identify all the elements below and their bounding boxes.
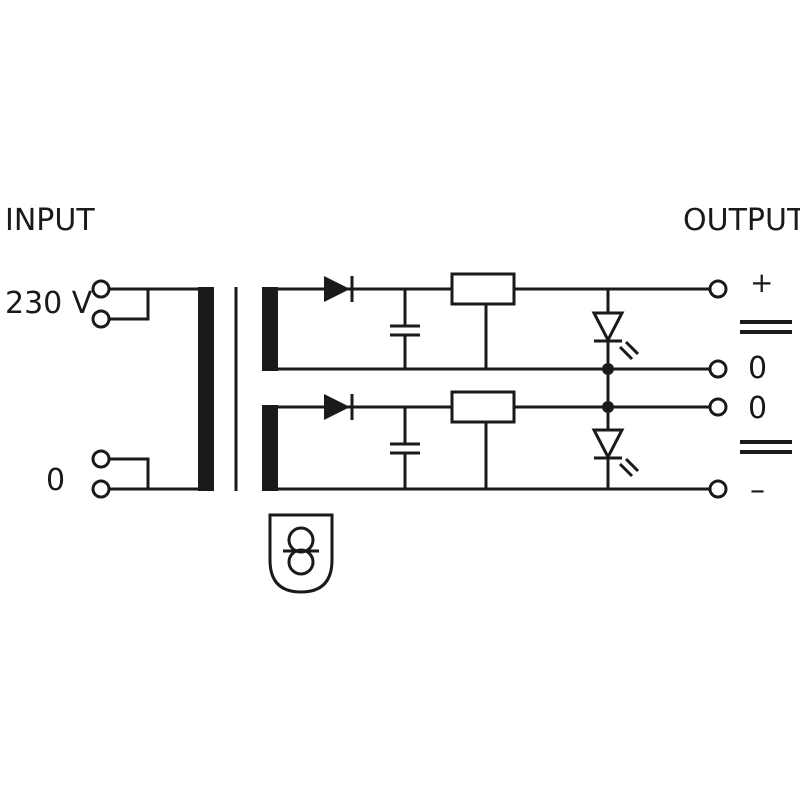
led-icon <box>591 287 640 371</box>
input-terminal <box>91 449 111 469</box>
input-neutral-label: 0 <box>46 463 65 498</box>
regulator-icon <box>450 272 516 306</box>
output-terminal-plus <box>708 279 728 299</box>
channel-bottom <box>276 390 728 499</box>
output-plus-label: + <box>750 266 773 299</box>
dc-symbol-icon <box>740 320 792 334</box>
dc-symbol-icon <box>740 440 792 454</box>
input-label: INPUT <box>5 203 95 238</box>
input-terminal <box>91 279 111 299</box>
output-terminal-zero <box>708 359 728 379</box>
capacitor-icon <box>390 287 420 371</box>
capacitor-icon <box>390 405 420 491</box>
regulator-icon <box>450 390 516 424</box>
output-zero-top-label: 0 <box>748 351 767 386</box>
safety-isolating-transformer-icon <box>268 513 334 594</box>
output-label: OUTPUT <box>683 203 800 238</box>
input-terminal <box>91 479 111 499</box>
input-terminal <box>91 309 111 329</box>
output-terminal-minus <box>708 479 728 499</box>
led-icon <box>591 405 640 491</box>
diode-icon <box>324 394 354 420</box>
output-minus-label: – <box>750 473 765 508</box>
input-voltage-label: 230 V <box>5 286 93 321</box>
input-terminals <box>91 279 200 499</box>
channel-top <box>276 272 728 379</box>
output-zero-bottom-label: 0 <box>748 391 767 426</box>
diode-icon <box>324 276 354 302</box>
transformer-icon <box>198 287 278 491</box>
output-terminal-zero <box>708 397 728 417</box>
